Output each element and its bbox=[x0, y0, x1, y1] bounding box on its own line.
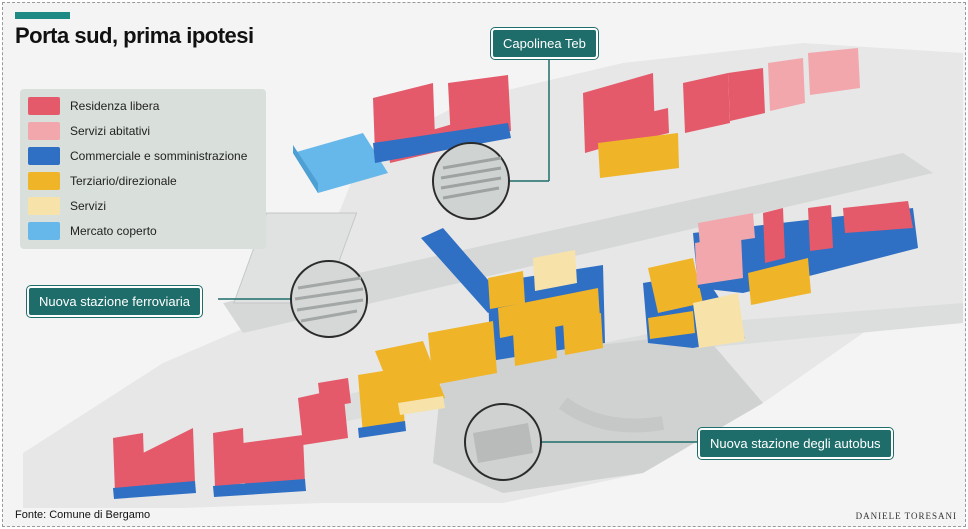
building-mercato bbox=[293, 133, 388, 193]
legend-swatch bbox=[28, 122, 60, 140]
legend-label: Mercato coperto bbox=[70, 224, 157, 238]
legend-item-commerciale: Commerciale e somministrazione bbox=[28, 145, 247, 167]
building-terz-c3 bbox=[513, 325, 557, 366]
legend-item-mercato: Mercato coperto bbox=[28, 220, 157, 242]
legend-label: Servizi abitativi bbox=[70, 124, 151, 138]
building-res-sw5 bbox=[113, 433, 145, 493]
building-terz-c1 bbox=[488, 271, 525, 309]
building-res-sw4 bbox=[243, 435, 305, 490]
callout-capolinea-teb: Capolinea Teb bbox=[491, 28, 598, 59]
road-curve bbox=[558, 397, 665, 433]
building-servabit-e bbox=[695, 235, 743, 285]
legend-item-terziario: Terziario/direzionale bbox=[28, 170, 177, 192]
building-terz-ne bbox=[598, 133, 679, 178]
building-res-ne2 bbox=[603, 108, 669, 148]
building-res-e4 bbox=[843, 201, 913, 233]
building-res-sw2 bbox=[318, 378, 351, 408]
source-note: Fonte: Comune di Bergamo bbox=[15, 509, 151, 521]
legend-label: Residenza libera bbox=[70, 99, 160, 113]
building-comm-strip bbox=[421, 228, 508, 313]
building-res-ne3 bbox=[683, 73, 730, 133]
legend-item-servizi-abitativi: Servizi abitativi bbox=[28, 120, 150, 142]
legend-label: Terziario/direzionale bbox=[70, 174, 177, 188]
magnifier-capolinea bbox=[432, 142, 510, 220]
building-terz-e3 bbox=[748, 258, 811, 305]
building-serv-sw bbox=[398, 396, 445, 415]
building-base-sw3 bbox=[213, 479, 306, 497]
legend-swatch bbox=[28, 197, 60, 215]
building-res-sw3 bbox=[213, 428, 245, 488]
building-serv-c1 bbox=[533, 250, 577, 291]
legend-swatch bbox=[28, 172, 60, 190]
building-base-sw bbox=[358, 421, 406, 438]
callout-stazione-autobus: Nuova stazione degli autobus bbox=[698, 428, 893, 459]
legend-swatch bbox=[28, 147, 60, 165]
site-map bbox=[23, 43, 963, 508]
building-base-n bbox=[373, 123, 511, 163]
legend-label: Commerciale e somministrazione bbox=[70, 149, 248, 163]
page-title: Porta sud, prima ipotesi bbox=[15, 23, 254, 48]
legend: Residenza libera Servizi abitativi Comme… bbox=[20, 89, 266, 249]
legend-swatch bbox=[28, 97, 60, 115]
building-terz-sw3 bbox=[358, 368, 405, 435]
callout-stazione-ferroviaria: Nuova stazione ferroviaria bbox=[27, 286, 203, 317]
building-res-ne4 bbox=[728, 68, 765, 121]
rail-corridor bbox=[223, 153, 933, 333]
building-servabit-ne1 bbox=[768, 58, 805, 111]
building-res-e2 bbox=[763, 208, 785, 263]
legend-label: Servizi bbox=[70, 199, 107, 213]
building-terz-e2 bbox=[648, 311, 695, 339]
magnifier-ferroviaria bbox=[290, 260, 368, 338]
magnifier-autobus bbox=[464, 403, 542, 481]
legend-item-servizi: Servizi bbox=[28, 195, 106, 217]
building-base-sw2 bbox=[113, 481, 196, 499]
building-terz-c2 bbox=[498, 288, 600, 338]
legend-swatch bbox=[28, 222, 60, 240]
author-credit: DANIELE TORESANI bbox=[855, 511, 957, 521]
building-terz-sw2 bbox=[428, 321, 497, 385]
building-terz-e1 bbox=[648, 258, 703, 313]
building-mercato-side bbox=[293, 145, 318, 193]
building-res-e1 bbox=[698, 213, 755, 246]
building-res-sw6 bbox=[143, 428, 195, 490]
road bbox=[303, 303, 963, 428]
legend-item-residenza: Residenza libera bbox=[28, 95, 159, 117]
accent-bar bbox=[15, 12, 70, 19]
building-terz-c4 bbox=[563, 313, 603, 355]
building-res-e3 bbox=[808, 205, 833, 251]
building-serv-e bbox=[693, 293, 745, 348]
building-servabit-ne2 bbox=[808, 48, 860, 95]
